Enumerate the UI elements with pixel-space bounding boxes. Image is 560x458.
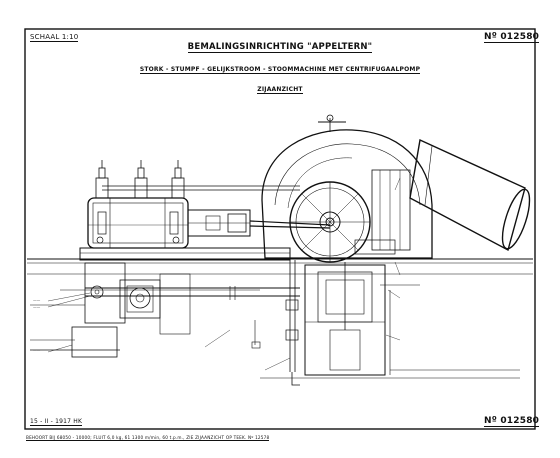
scale-label: SCHAAL 1:10	[30, 33, 79, 42]
view-label-text: ZIJAANZICHT	[257, 86, 303, 94]
drawing-title-text: BEMALINGSINRICHTING "APPELTERN"	[187, 42, 373, 53]
footer-note: BEHOORT BIJ 68050 - 10000; FLUIT 6,0 kg,…	[26, 435, 270, 441]
leader-lines	[47, 177, 401, 371]
pump-sump	[304, 262, 386, 376]
drawing-number-bottom: Nº 012580	[484, 416, 540, 427]
annotation: ——	[33, 348, 41, 352]
foundation-left	[84, 262, 126, 324]
flywheel	[289, 181, 371, 263]
discharge-pipe	[409, 138, 531, 252]
drawing-subtitle: STORK - STUMPF - GELIJKSTROOM - STOOMMAC…	[0, 66, 560, 74]
annotation: ——	[33, 305, 41, 309]
sheet-border	[24, 28, 536, 430]
drawing-subtitle-text: STORK - STUMPF - GELIJKSTROOM - STOOMMAC…	[139, 66, 421, 74]
drawing-title: BEMALINGSINRICHTING "APPELTERN"	[0, 42, 560, 53]
annotation: ——	[33, 298, 41, 302]
drawing-number-top: Nº 012580	[484, 32, 540, 43]
view-label: ZIJAANZICHT	[0, 86, 560, 94]
valve-gear	[95, 160, 300, 199]
engine-bed	[79, 247, 291, 261]
date-label: 15 - II - 1917 HK	[30, 418, 83, 426]
